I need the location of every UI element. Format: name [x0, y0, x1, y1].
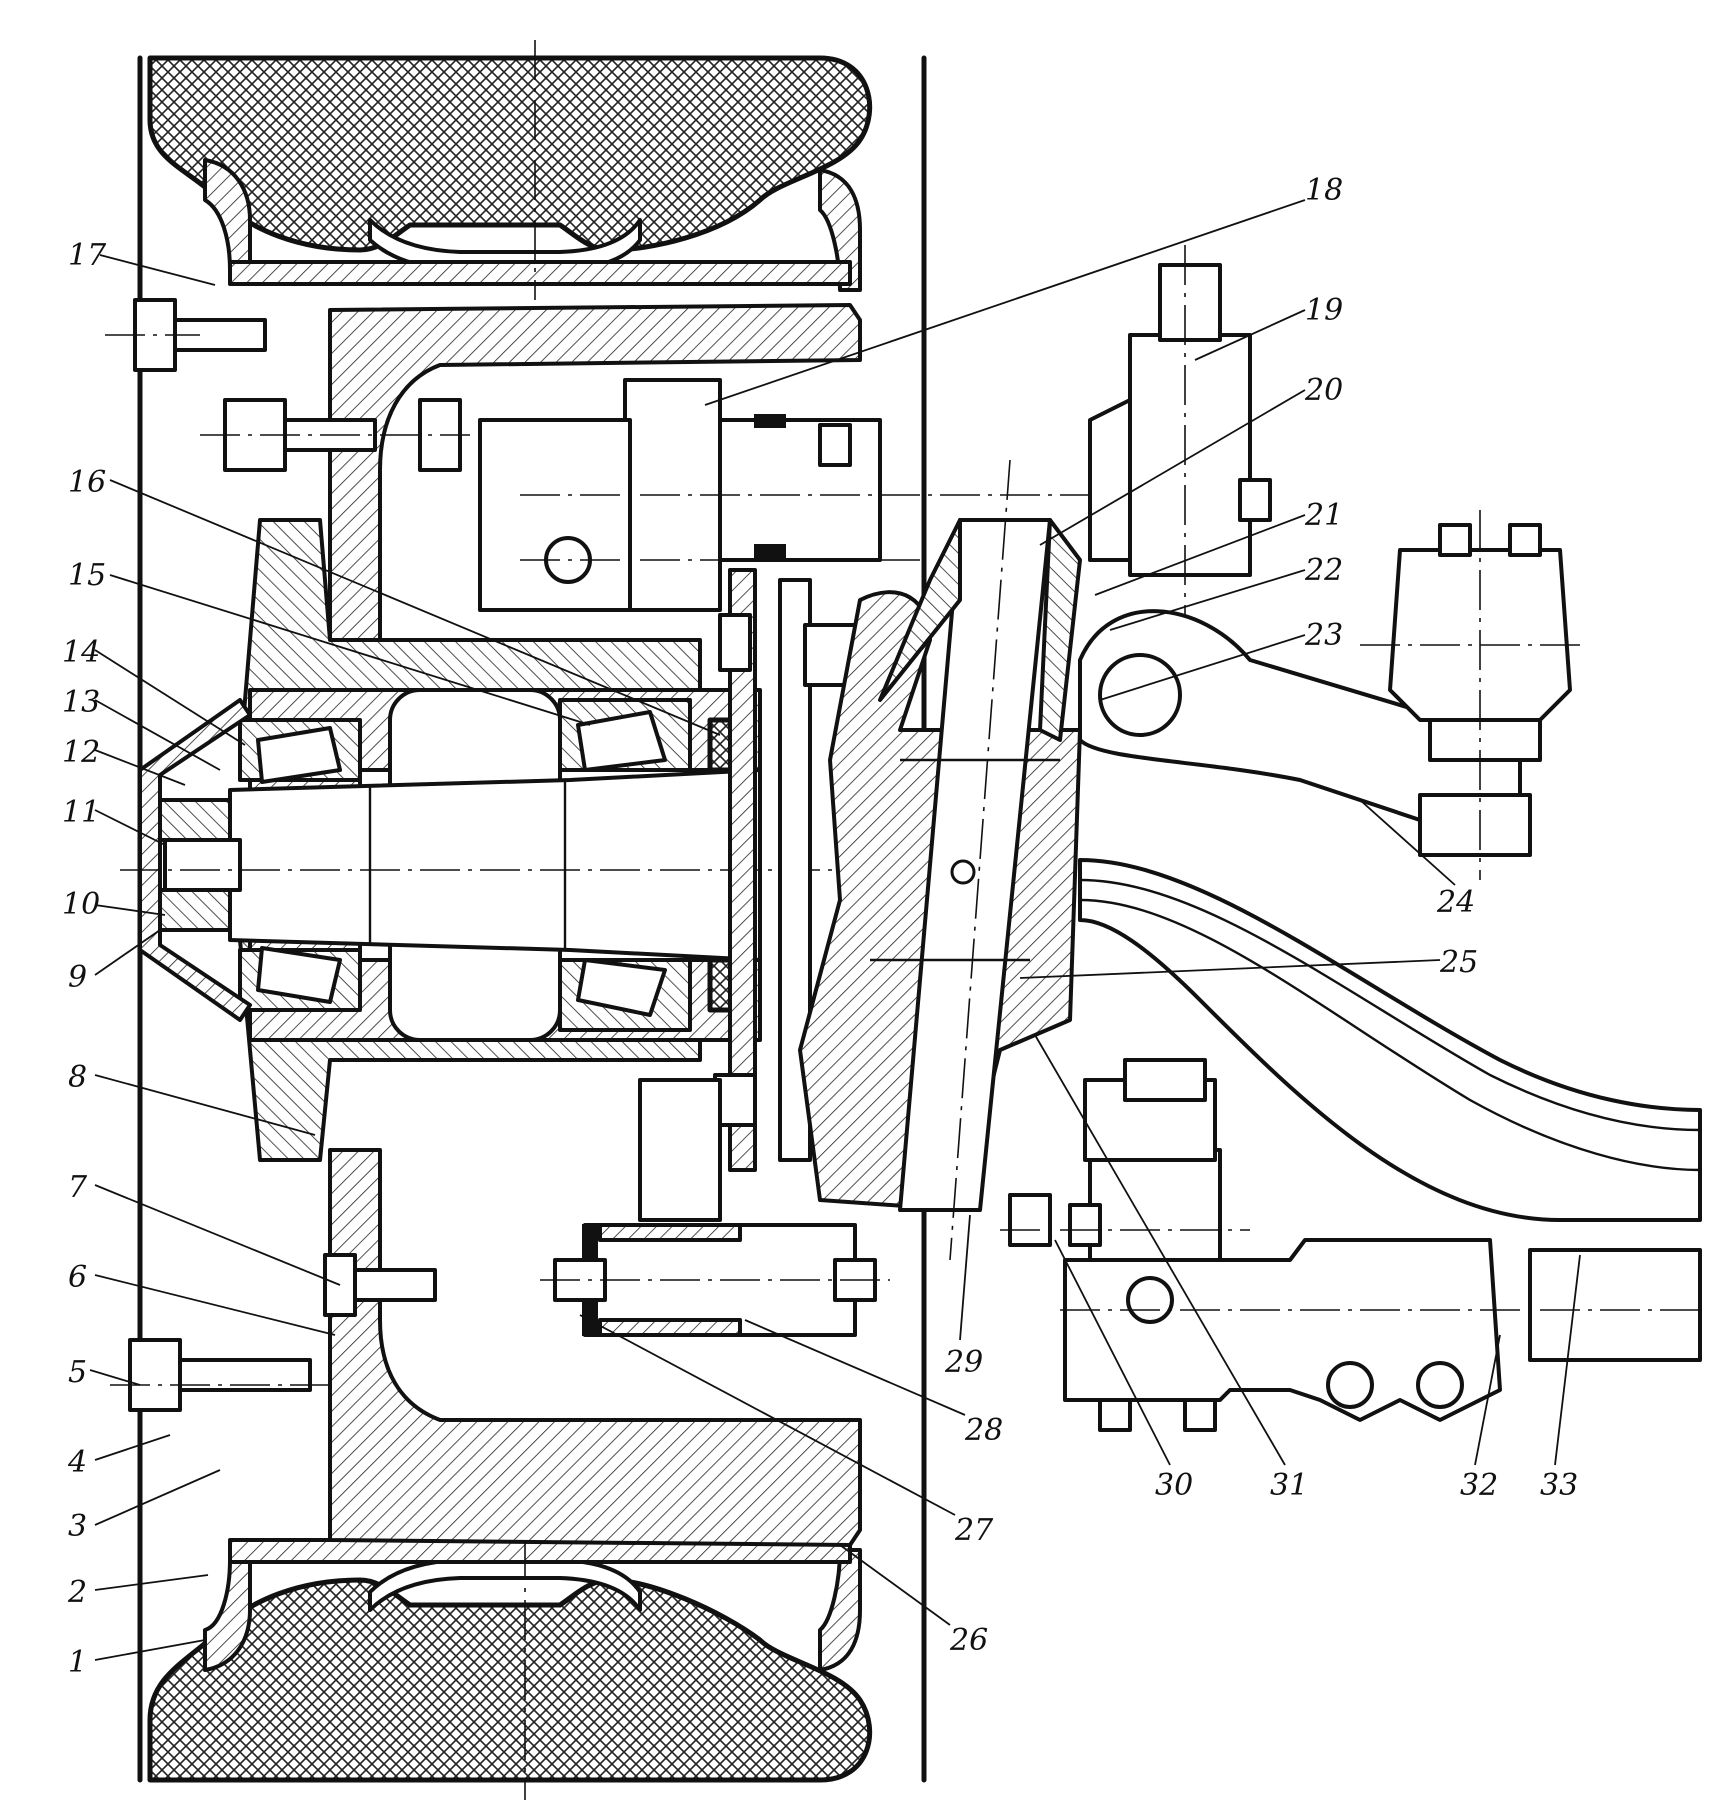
callout-21: 21: [1304, 498, 1343, 533]
callout-13: 13: [62, 685, 100, 720]
callout-1: 1: [68, 1645, 87, 1680]
callout-11: 11: [62, 795, 100, 830]
callout-12: 12: [62, 735, 100, 770]
callout-26: 26: [949, 1623, 988, 1658]
callout-27: 27: [954, 1513, 994, 1548]
callout-20: 20: [1304, 373, 1343, 408]
callout-15: 15: [68, 558, 106, 593]
callout-5: 5: [68, 1355, 87, 1390]
steering-knuckle: [798, 245, 1702, 1432]
callout-17: 17: [68, 238, 107, 273]
callout-labels: 1 2 3 4 5 6 7 8 9 10 11 12 13 14 15 16 1…: [62, 173, 1578, 1680]
wheel-tire: [137, 40, 927, 1800]
callout-23: 23: [1304, 618, 1343, 653]
callout-31: 31: [1270, 1468, 1308, 1503]
callout-19: 19: [1305, 293, 1343, 328]
callout-24: 24: [1436, 885, 1475, 920]
callout-3: 3: [68, 1509, 87, 1544]
callout-9: 9: [68, 960, 87, 995]
callout-10: 10: [62, 887, 100, 922]
brake-backing-plate: [478, 378, 1270, 1337]
callout-32: 32: [1460, 1468, 1498, 1503]
callout-2: 2: [67, 1575, 87, 1610]
callout-8: 8: [68, 1060, 87, 1095]
callout-25: 25: [1439, 945, 1478, 980]
callout-29: 29: [944, 1345, 983, 1380]
callout-leader-lines: [89, 199, 1581, 1661]
callout-28: 28: [964, 1413, 1003, 1448]
callout-14: 14: [62, 635, 100, 670]
callout-33: 33: [1540, 1468, 1578, 1503]
callout-7: 7: [68, 1170, 88, 1205]
callout-16: 16: [68, 465, 106, 500]
callout-30: 30: [1155, 1468, 1193, 1503]
callout-18: 18: [1305, 173, 1343, 208]
callout-6: 6: [68, 1260, 87, 1295]
wheel-bolt-top: [105, 298, 470, 472]
callout-22: 22: [1304, 553, 1343, 588]
hub-and-drum: [105, 298, 1080, 1547]
callout-4: 4: [67, 1445, 87, 1480]
